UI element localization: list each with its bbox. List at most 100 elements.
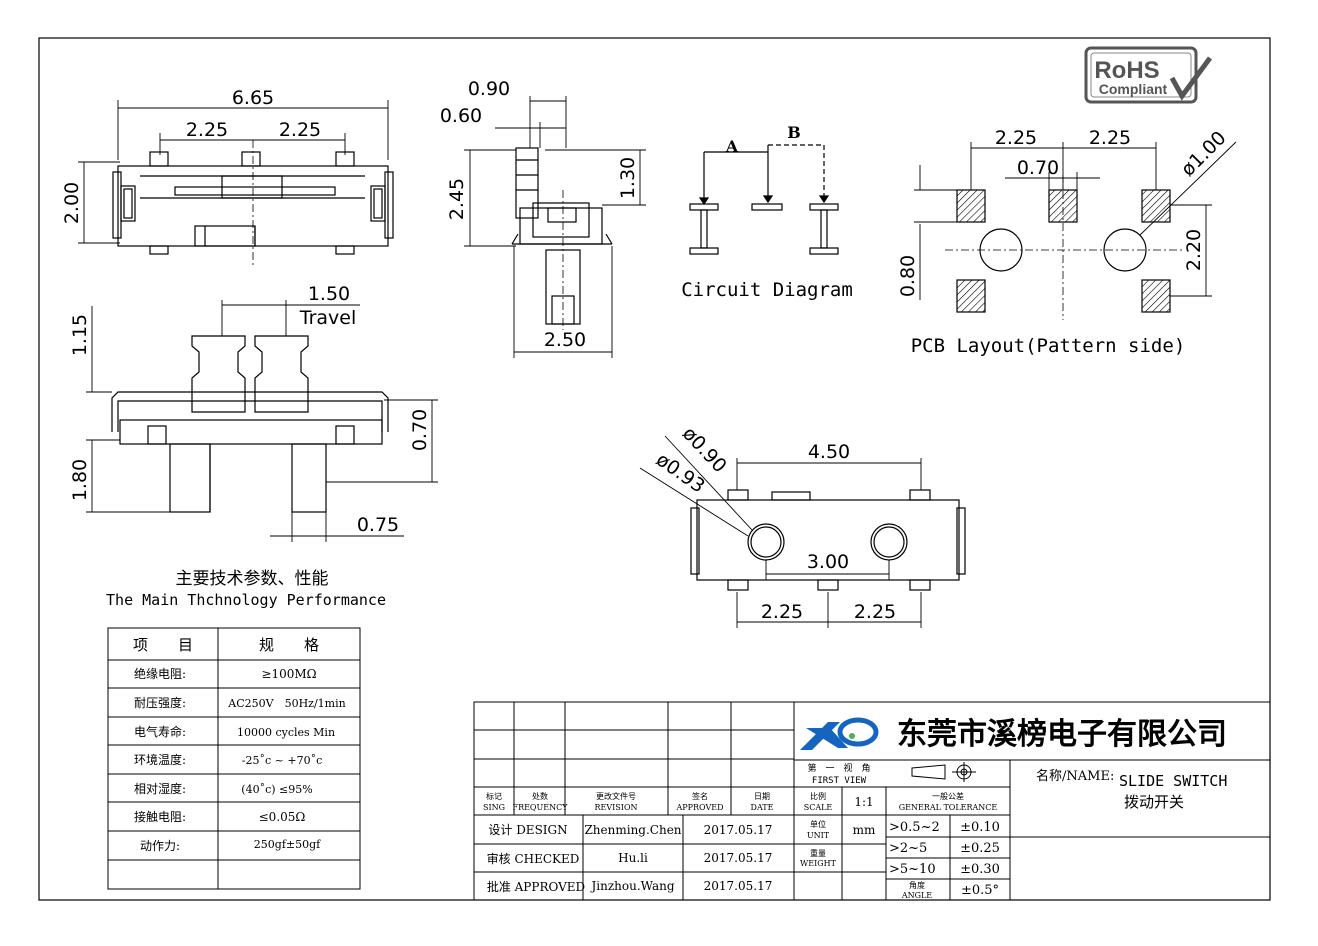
first-view-cn: 第 一 视 角 [807,762,870,774]
signoff-rows: 设计 DESIGN Zhenming.Chen 2017.05.17 审核 CH… [487,823,773,894]
projection-symbol [911,762,976,782]
svg-text:WEIGHT: WEIGHT [800,859,837,868]
performance-title-en: The Main Thchnology Performance [106,591,386,609]
company-name: 东莞市溪榜电子有限公司 [897,717,1227,752]
top-height-label: 2.00 [61,182,83,224]
pcb-row-spacing: 2.20 [1183,229,1205,271]
pcb-hole-diameter: ø1.00 [1177,127,1231,181]
first-view-en: FIRST VIEW [812,776,867,786]
top-pitch-left-label: 2.25 [186,119,228,141]
side-dim-180: 1.80 [69,459,91,501]
bottom-view-dimensions [639,435,922,628]
svg-text:DATE: DATE [751,803,774,812]
top-width-label: 6.65 [232,87,274,109]
performance-rows: 绝缘电阻: ≥100MΩ 耐压强度: AC250V 50Hz/1min 电气寿命… [134,666,346,853]
table-row-item: 耐压强度: [134,695,186,710]
pcb-layout [945,175,1185,320]
svg-text:>0.5~2: >0.5~2 [889,820,940,835]
pcb-pad-height: 0.80 [897,255,919,297]
svg-text:批准 APPROVED: 批准 APPROVED [487,879,585,894]
table-row-spec: (40˚c) ≤95% [241,783,312,796]
circuit-label-b: B [787,123,801,142]
side-view [111,335,389,513]
scale-unit-weight: 比例 SCALE 1:1 一般公差 GENERAL TOLERANCE 单位 U… [800,791,997,900]
table-row-spec: 10000 cycles Min [237,726,335,739]
svg-text:单位: 单位 [810,819,826,829]
pcb-layout-title: PCB Layout(Pattern side) [911,335,1186,357]
svg-text:SING: SING [483,803,505,812]
front-dim-250: 2.50 [544,329,586,351]
front-dim-245: 2.45 [446,178,468,220]
table-row-item: 电气寿命: [134,724,186,739]
svg-text:设计 DESIGN: 设计 DESIGN [488,823,567,837]
table-row-spec: ≤0.05Ω [259,810,306,824]
table-row-spec: 250gf±50gf [254,838,321,851]
top-pitch-right-label: 2.25 [279,119,321,141]
circuit-diagram [689,144,839,255]
table-row-spec: -25˚c ~ +70˚c [242,754,322,767]
bottom-width: 4.50 [808,441,850,463]
circuit-label-a: A [725,137,739,156]
svg-text:2017.05.17: 2017.05.17 [704,851,773,865]
front-dim-090: 0.90 [468,78,510,100]
bottom-view [690,489,966,591]
table-row-item: 相对湿度: [134,781,186,796]
top-view-dimensions [78,100,389,244]
bottom-pitch-right: 2.25 [854,601,896,623]
performance-table [107,627,361,890]
side-dim-070: 0.70 [409,409,431,451]
svg-text:2017.05.17: 2017.05.17 [704,823,773,837]
svg-text:重量: 重量 [810,848,826,858]
title-block-grid [473,701,1271,901]
svg-text:mm: mm [853,823,876,837]
table-row-item: 动作力: [140,839,180,853]
table-row-item: 绝缘电阻: [134,666,186,681]
rohs-label: RoHS [1094,57,1159,84]
rohs-compliant-label: Compliant [1099,81,1168,97]
pcb-pitch-right: 2.25 [1089,127,1131,149]
svg-text:标记: 标记 [486,791,502,801]
side-dim-115: 1.15 [69,314,91,356]
svg-text:Zhenming.Chen: Zhenming.Chen [584,823,681,837]
bottom-pitch-left: 2.25 [761,601,803,623]
product-name-en: SLIDE SWITCH [1119,772,1227,790]
bottom-hole-pitch: 3.00 [807,551,849,573]
svg-text:一般公差: 一般公差 [932,791,964,801]
table-row-item: 接触电阻: [134,809,186,824]
svg-text:角度: 角度 [909,880,925,890]
svg-text:GENERAL TOLERANCE: GENERAL TOLERANCE [899,803,998,812]
company-logo [800,717,879,750]
rohs-compliant-mark: RoHS Compliant [1084,46,1213,104]
svg-text:APPROVED: APPROVED [675,803,723,812]
table-row-spec: ≥100MΩ [261,667,316,681]
svg-text:±0.10: ±0.10 [960,820,1000,835]
side-view-dimensions [86,300,438,542]
table-header-item: 项 目 [133,636,193,654]
svg-text:审核 CHECKED: 审核 CHECKED [487,851,580,866]
svg-text:签名: 签名 [692,791,708,801]
table-row-item: 环境温度: [134,752,186,767]
svg-text:Jinzhou.Wang: Jinzhou.Wang [589,879,674,893]
product-name-cn: 拨动开关 [1124,793,1184,811]
front-view [511,147,613,330]
front-view-dimensions [464,96,646,358]
front-dim-060: 0.60 [440,105,482,127]
revision-headers: 标记 SING 处数 FREQUENCY 更改文件号 REVISION 签名 A… [483,791,774,812]
svg-text:比例: 比例 [810,791,826,801]
performance-title-cn: 主要技术参数、性能 [176,569,329,589]
svg-text:>5~10: >5~10 [889,862,936,877]
circuit-diagram-title: Circuit Diagram [681,279,853,301]
svg-text:1:1: 1:1 [854,795,873,809]
side-dim-075: 0.75 [357,514,399,536]
tolerance-table: >0.5~2 ±0.10 >2~5 ±0.25 >5~10 ±0.30 ±0.5… [889,820,1000,898]
travel-label: Travel [299,307,356,329]
svg-text:REVISION: REVISION [595,803,638,812]
svg-text:处数: 处数 [532,791,548,801]
pcb-pad-width: 0.70 [1017,157,1059,179]
svg-text:±0.30: ±0.30 [960,862,1000,877]
front-dim-130: 1.30 [617,157,639,199]
svg-text:FREQUENCY: FREQUENCY [513,803,569,812]
pcb-pitch-left: 2.25 [995,127,1037,149]
top-view [112,140,394,268]
